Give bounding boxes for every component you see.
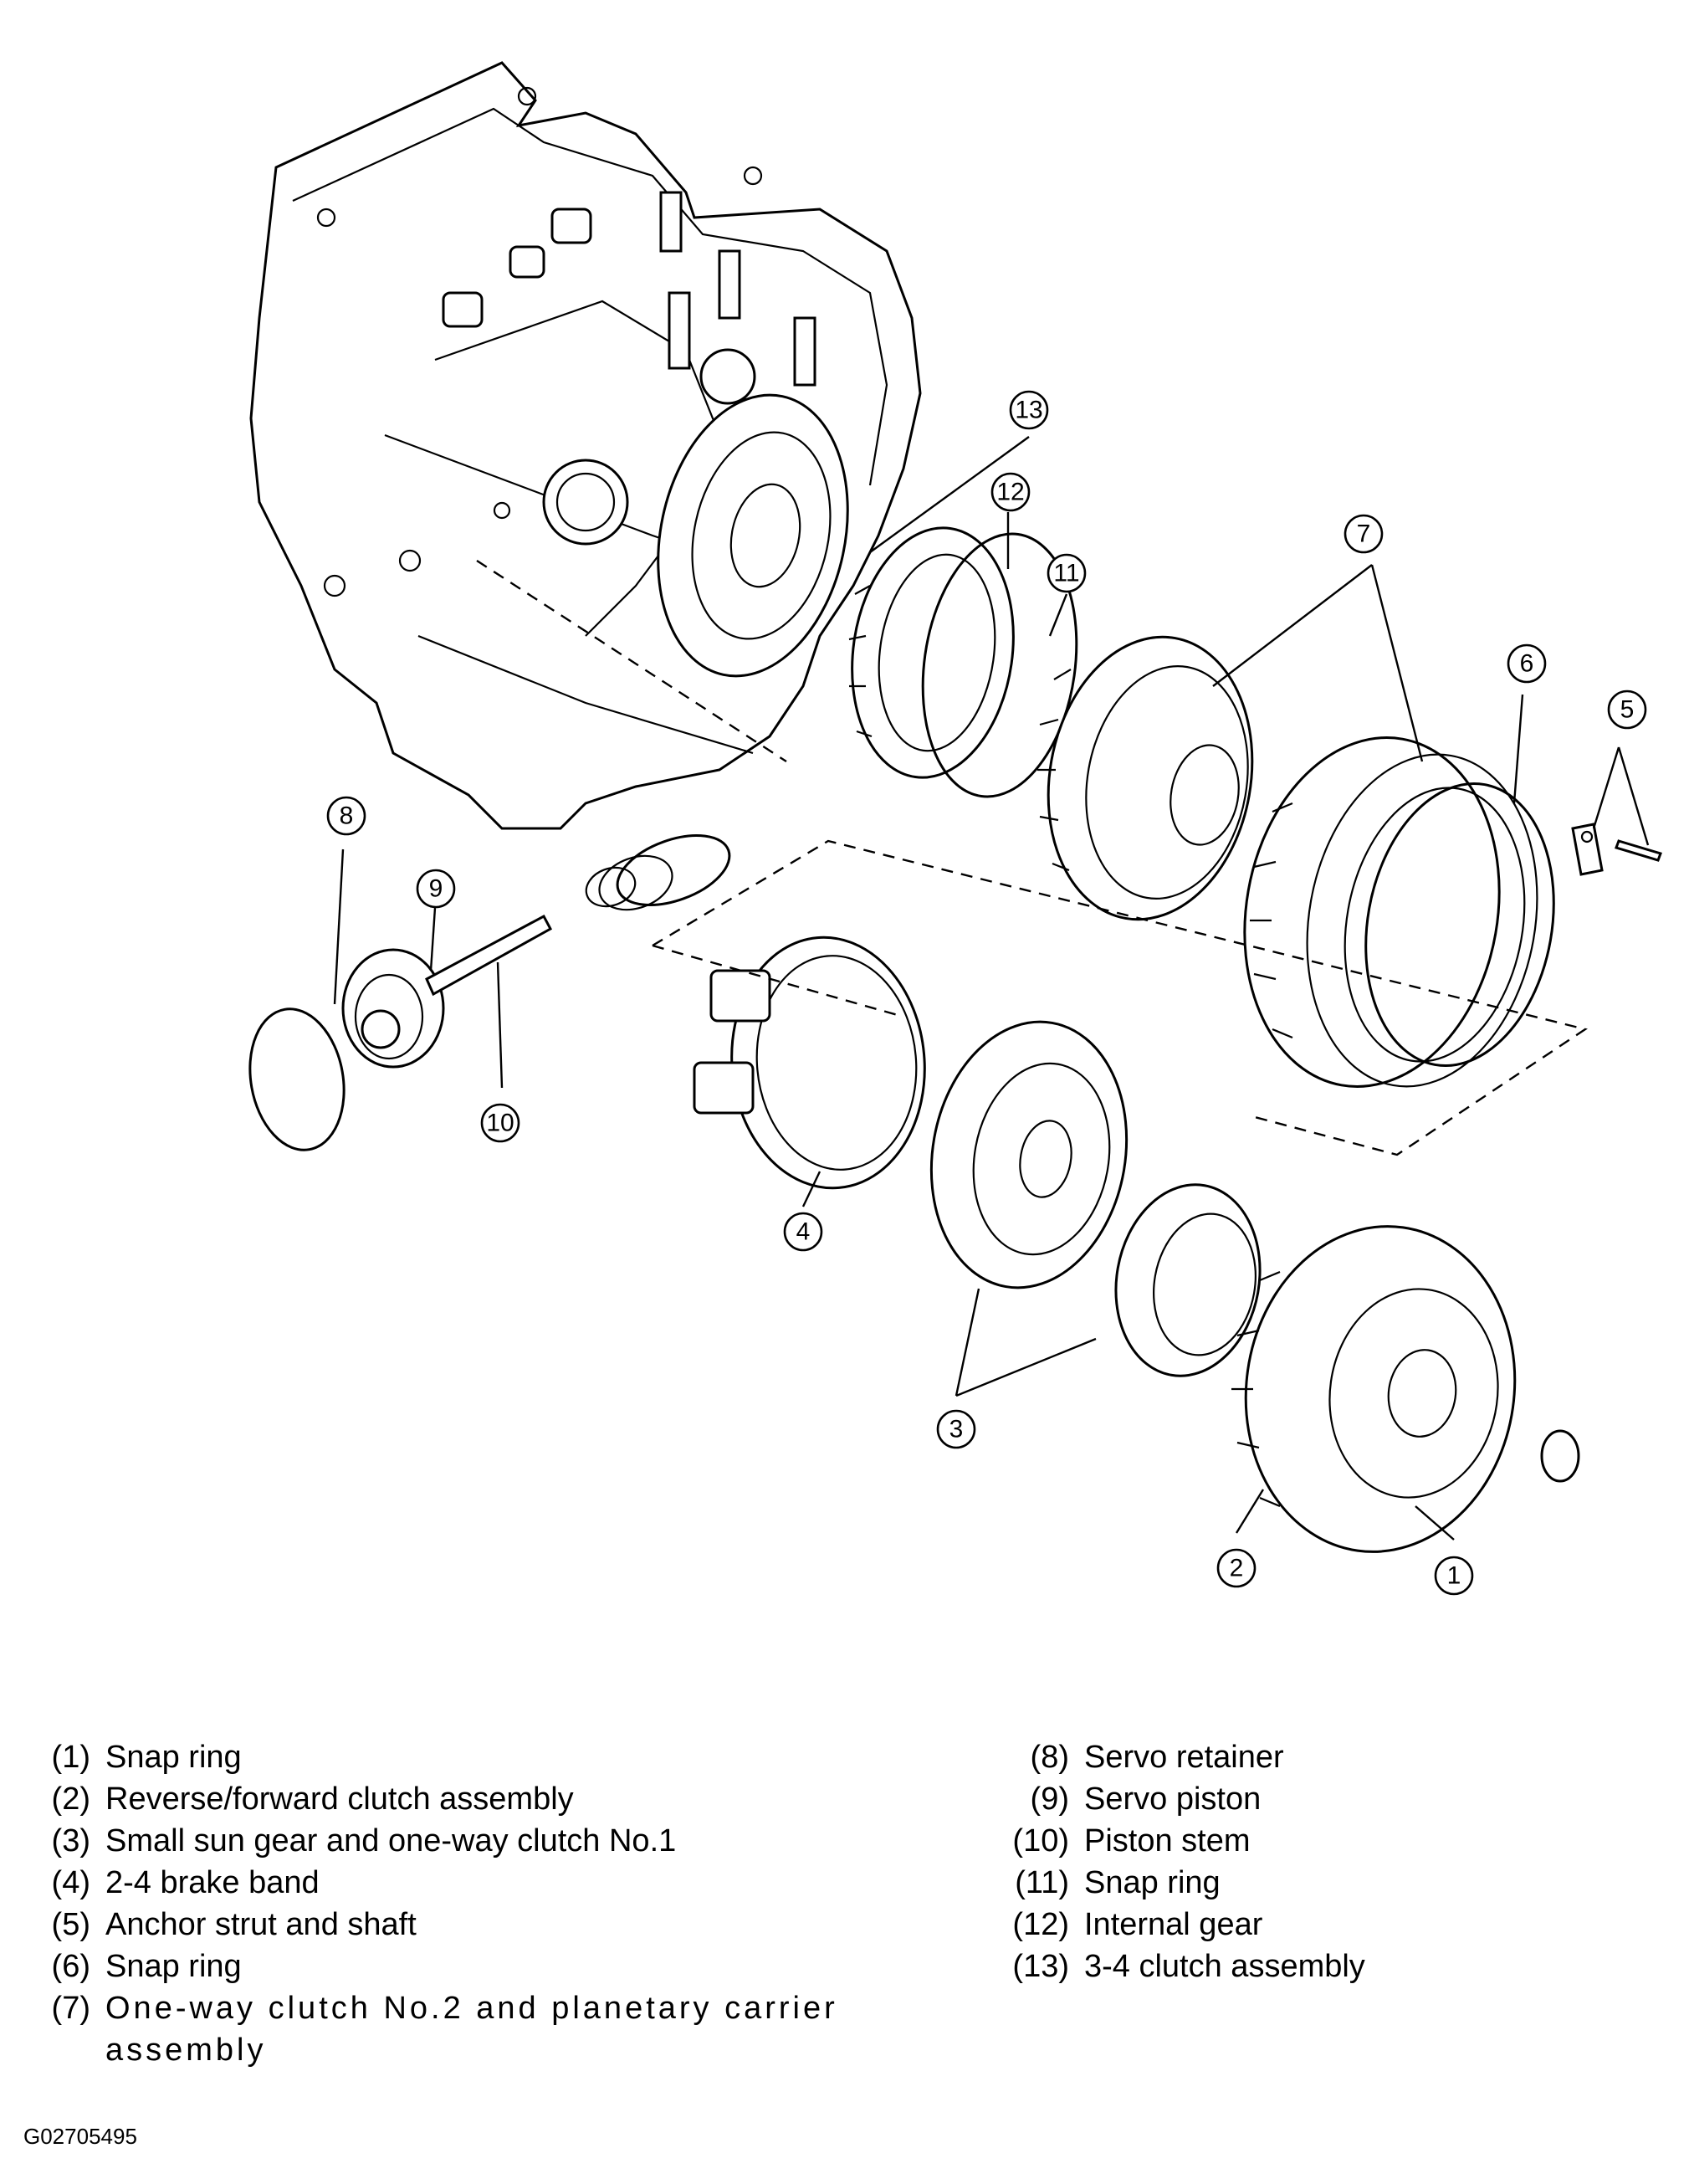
snap-ring-11 bbox=[921, 532, 1078, 798]
alignment-line bbox=[652, 944, 904, 1018]
servo-piston bbox=[341, 948, 445, 1069]
alignment-line bbox=[476, 559, 787, 763]
callout-3: 3 bbox=[936, 1409, 976, 1449]
piston-stem bbox=[425, 914, 553, 997]
internal-gear bbox=[848, 526, 1015, 779]
legend-item: (10)Piston stem bbox=[1012, 1823, 1251, 1858]
svg-text:2: 2 bbox=[1230, 1555, 1244, 1582]
svg-text:1: 1 bbox=[1447, 1562, 1461, 1590]
legend-item: (3)Small sun gear and one-way clutch No.… bbox=[51, 1823, 677, 1858]
figure-id: G02705495 bbox=[23, 2124, 137, 2149]
legend-item: (7)One-way clutch No.2 and planetary car… bbox=[51, 1991, 838, 2068]
parts-legend-left: (1)Snap ring (2)Reverse/forward clutch a… bbox=[30, 1736, 908, 2071]
legend-item: (6)Snap ring bbox=[51, 1949, 242, 1984]
legend-item: (4)2-4 brake band bbox=[51, 1865, 320, 1900]
brake-band bbox=[693, 936, 926, 1190]
alignment-line bbox=[652, 839, 1588, 1156]
legend-item: (13)3-4 clutch assembly bbox=[1012, 1949, 1365, 1984]
legend-item: (12)Internal gear bbox=[1012, 1907, 1263, 1942]
snap-ring-6 bbox=[1364, 782, 1555, 1068]
callout-7: 7 bbox=[1344, 514, 1384, 554]
svg-text:13: 13 bbox=[1015, 397, 1042, 424]
callout-4: 4 bbox=[783, 1212, 823, 1252]
svg-text:3: 3 bbox=[949, 1416, 964, 1443]
svg-text:11: 11 bbox=[1053, 560, 1079, 587]
callout-12: 12 bbox=[990, 472, 1031, 512]
one-way-clutch-2-carrier bbox=[1037, 635, 1254, 921]
callout-11: 11 bbox=[1047, 553, 1087, 593]
return-spring bbox=[585, 834, 731, 911]
reverse-forward-clutch-assembly bbox=[1231, 1225, 1517, 1553]
callout-1: 1 bbox=[1434, 1556, 1474, 1596]
legend-item: (8)Servo retainer bbox=[1030, 1740, 1284, 1775]
svg-text:6: 6 bbox=[1520, 650, 1534, 678]
svg-text:12: 12 bbox=[996, 479, 1024, 506]
callout-13: 13 bbox=[1009, 390, 1049, 430]
callout-6: 6 bbox=[1507, 643, 1547, 684]
svg-text:10: 10 bbox=[486, 1110, 514, 1137]
exploded-view-diagram: 1 2 3 4 5 6 7 8 9 10 11 12 13 bbox=[248, 61, 1662, 1596]
svg-text:5: 5 bbox=[1620, 696, 1635, 724]
svg-text:8: 8 bbox=[340, 802, 354, 830]
legend-item: (5)Anchor strut and shaft bbox=[51, 1907, 417, 1942]
servo-retainer bbox=[248, 1007, 345, 1151]
legend-item: (9)Servo piston bbox=[1030, 1782, 1262, 1817]
callout-2: 2 bbox=[1216, 1548, 1257, 1588]
transaxle-case bbox=[249, 61, 922, 911]
svg-text:9: 9 bbox=[429, 875, 443, 903]
legend-item: (2)Reverse/forward clutch assembly bbox=[51, 1782, 574, 1817]
callout-5: 5 bbox=[1607, 690, 1647, 730]
callout-8: 8 bbox=[326, 796, 366, 836]
small-sun-gear-and-one-way-clutch-1 bbox=[929, 1020, 1262, 1377]
legend-item: (11)Snap ring bbox=[1015, 1865, 1221, 1900]
parts-legend-right: (8)Servo retainer (9)Servo piston (10)Pi… bbox=[987, 1736, 1365, 1987]
leader-lines bbox=[333, 436, 1650, 1541]
svg-text:4: 4 bbox=[796, 1218, 811, 1246]
legend-item: (1)Snap ring bbox=[51, 1740, 242, 1775]
callout-10: 10 bbox=[480, 1103, 520, 1143]
planetary-carrier-ring bbox=[1243, 736, 1538, 1088]
anchor-strut-and-shaft bbox=[1571, 823, 1662, 876]
callout-9: 9 bbox=[416, 869, 456, 909]
svg-text:7: 7 bbox=[1357, 520, 1371, 548]
snap-ring-1 bbox=[1540, 1429, 1580, 1483]
